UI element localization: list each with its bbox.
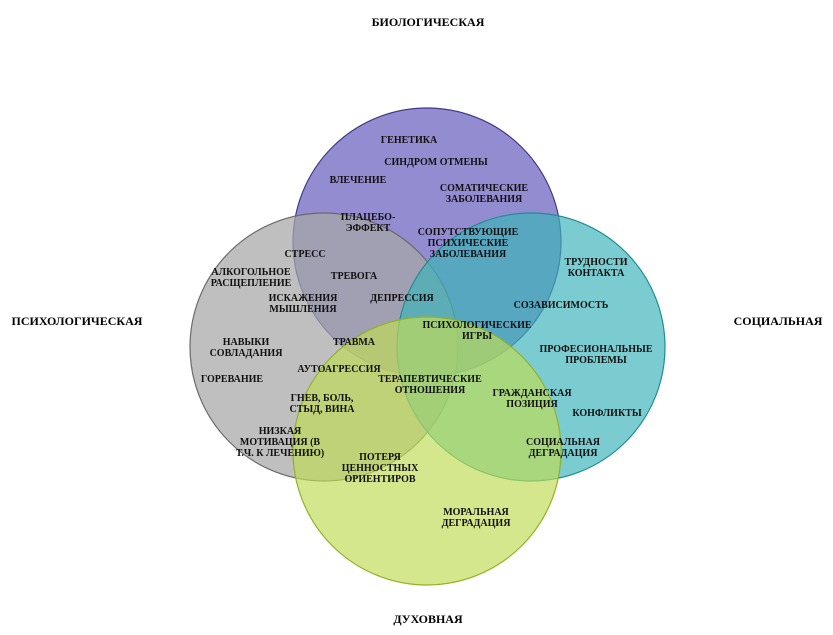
term-line: Т.Ч. К ЛЕЧЕНИЮ): [236, 448, 325, 459]
term-line: СОМАТИЧЕСКИЕ: [440, 183, 528, 194]
term-line: ИСКАЖЕНИЯ: [269, 293, 339, 304]
term-line: НИЗКАЯ: [259, 426, 302, 437]
term-line: ЦЕННОСТНЫХ: [342, 463, 419, 474]
term-depressiya: ДЕПРЕССИЯ: [370, 293, 434, 304]
term-line: СТРЕСС: [284, 249, 325, 260]
term-line: ЗАБОЛЕВАНИЯ: [430, 249, 507, 260]
term-line: ПРОФЕСИОНАЛЬНЫЕ: [539, 344, 652, 355]
term-line: ПОТЕРЯ: [359, 452, 402, 463]
term-line: ГОРЕВАНИЕ: [201, 374, 263, 385]
term-line: СОВЛАДАНИЯ: [210, 348, 284, 359]
term-line: ДЕГРАДАЦИЯ: [529, 448, 599, 459]
term-placebo: ПЛАЦЕБО-ЭФФЕКТ: [341, 212, 396, 234]
term-line: ОРИЕНТИРОВ: [344, 474, 415, 485]
term-line: ГНЕВ, БОЛЬ,: [291, 393, 354, 404]
psychological-label: ПСИХОЛОГИЧЕСКАЯ: [12, 314, 143, 328]
term-line: ОТНОШЕНИЯ: [395, 385, 466, 396]
term-line: МОРАЛЬНАЯ: [443, 507, 509, 518]
spiritual-circle: [292, 316, 562, 586]
term-gnev: ГНЕВ, БОЛЬ,СТЫД, ВИНА: [289, 393, 355, 415]
social-label: СОЦИАЛЬНАЯ: [734, 314, 823, 328]
term-line: ДЕГРАДАЦИЯ: [442, 518, 512, 529]
term-line: СОЗАВИСИМОСТЬ: [514, 300, 609, 311]
term-line: КОНФЛИКТЫ: [572, 408, 642, 419]
term-travma: ТРАВМА: [333, 337, 376, 348]
term-line: ЭФФЕКТ: [346, 223, 391, 234]
term-line: СОПУТСТВУЮЩИЕ: [418, 227, 519, 238]
term-line: ПЛАЦЕБО-: [341, 212, 396, 223]
term-line: СТЫД, ВИНА: [289, 404, 355, 415]
term-line: ПСИХОЛОГИЧЕСКИЕ: [422, 320, 531, 331]
term-line: ТРАВМА: [333, 337, 376, 348]
term-line: ЗАБОЛЕВАНИЯ: [446, 194, 523, 205]
term-gorevanie: ГОРЕВАНИЕ: [201, 374, 263, 385]
term-line: ВЛЕЧЕНИЕ: [330, 175, 387, 186]
term-vlechenie: ВЛЕЧЕНИЕ: [330, 175, 387, 186]
term-line: СОЦИАЛЬНАЯ: [526, 437, 601, 448]
term-sindrom-otmeny: СИНДРОМ ОТМЕНЫ: [384, 157, 488, 168]
term-trevoga: ТРЕВОГА: [331, 271, 378, 282]
term-line: ГЕНЕТИКА: [381, 135, 438, 146]
term-line: ДЕПРЕССИЯ: [370, 293, 434, 304]
term-line: РАСЩЕПЛЕНИЕ: [211, 278, 292, 289]
term-genetika: ГЕНЕТИКА: [381, 135, 438, 146]
biological-label: БИОЛОГИЧЕСКАЯ: [372, 15, 485, 29]
term-line: ТРЕВОГА: [331, 271, 378, 282]
term-line: АУТОАГРЕССИЯ: [297, 364, 381, 375]
term-line: КОНТАКТА: [568, 268, 625, 279]
term-line: ПРОБЛЕМЫ: [565, 355, 627, 366]
term-line: НАВЫКИ: [223, 337, 270, 348]
term-line: ПОЗИЦИЯ: [506, 399, 558, 410]
term-autoagressiya: АУТОАГРЕССИЯ: [297, 364, 381, 375]
terms-group: ГЕНЕТИКА СИНДРОМ ОТМЕНЫ ВЛЕЧЕНИЕ СОМАТИЧ…: [201, 135, 653, 529]
term-line: ГРАЖДАНСКАЯ: [492, 388, 572, 399]
term-sozavisimost: СОЗАВИСИМОСТЬ: [514, 300, 609, 311]
term-stress: СТРЕСС: [284, 249, 325, 260]
term-line: ПСИХИЧЕСКИЕ: [428, 238, 509, 249]
term-line: ИГРЫ: [462, 331, 492, 342]
term-line: АЛКОГОЛЬНОЕ: [211, 267, 290, 278]
term-line: ТРУДНОСТИ: [564, 257, 627, 268]
term-line: СИНДРОМ ОТМЕНЫ: [384, 157, 488, 168]
term-line: МЫШЛЕНИЯ: [269, 304, 337, 315]
term-line: ТЕРАПЕВТИЧЕСКИЕ: [378, 374, 482, 385]
spiritual-label: ДУХОВНАЯ: [393, 612, 463, 626]
term-line: МОТИВАЦИЯ (В: [240, 437, 321, 448]
term-konflikty: КОНФЛИКТЫ: [572, 408, 642, 419]
